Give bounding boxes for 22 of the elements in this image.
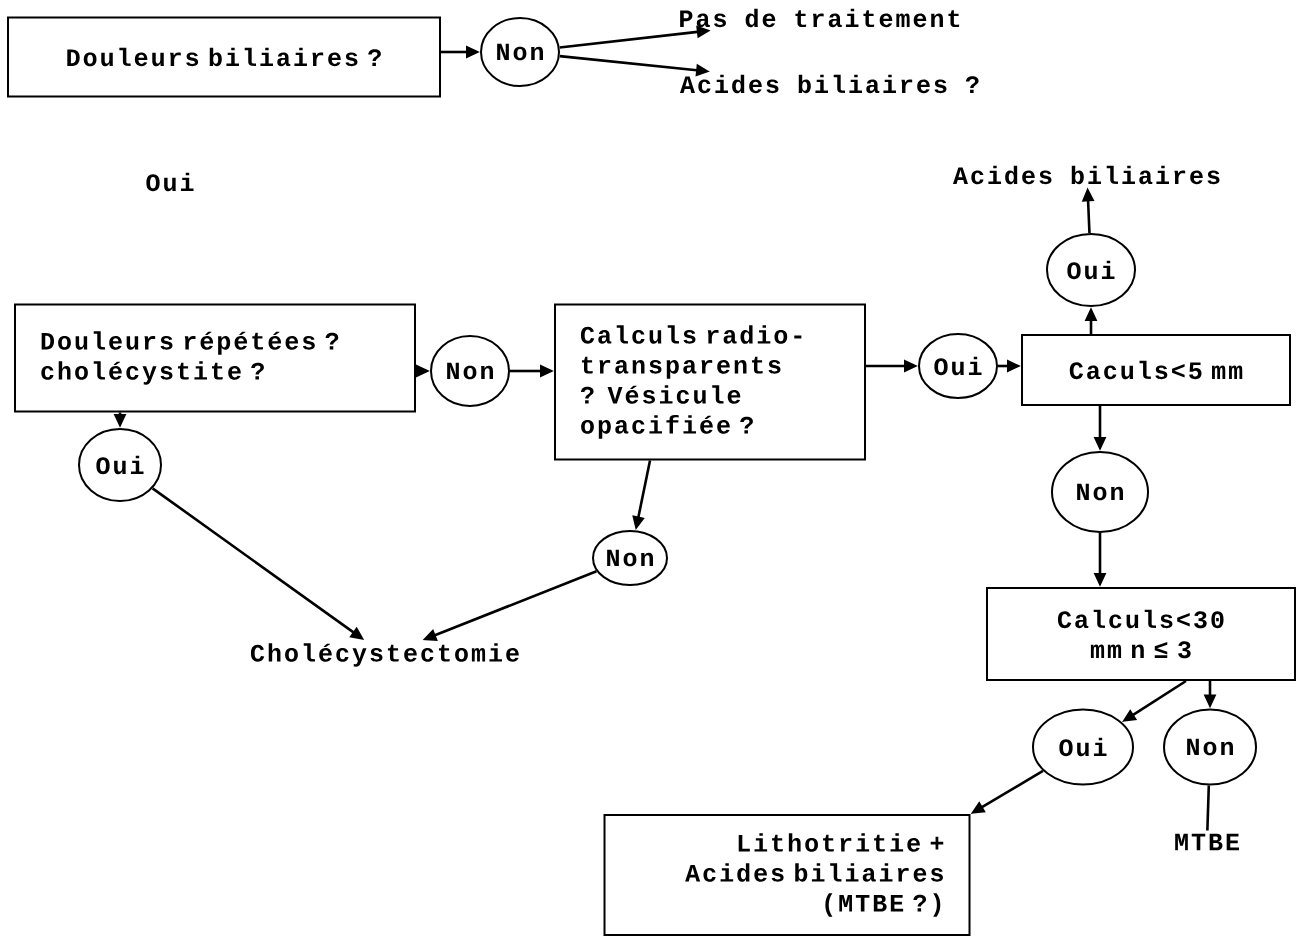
question-box: Calculs<30 mm n ≤ 3 [986,587,1296,681]
connector-line [1206,785,1211,831]
answer-oval: Oui [78,428,162,502]
answer-oval: Oui [1046,233,1136,307]
question-box: Caculs<5 mm [1021,334,1291,406]
outcome-text: Acides biliaires ? [680,74,979,94]
outcome-text: Cholécystectomie [250,643,519,667]
answer-oval: Non [480,17,560,87]
question-box: Douleurs répétées ? cholécystite ? [14,303,416,413]
answer-oval: Non [430,335,510,407]
outcome-text: Pas de traitement [680,8,960,28]
answer-oval: Non [1051,451,1149,533]
question-box: Douleurs biliaires ? [7,16,441,98]
question-box: Lithotritie + Acides biliaires (MTBE ?) [603,814,971,936]
outcome-text: Acides biliaires [953,165,1220,185]
question-box: Calculs radio-transparents ? Vésicule opacifiée ? [554,303,866,461]
outcome-text: MTBE [1175,833,1239,851]
answer-label: Oui [146,172,194,192]
answer-oval: Non [592,530,668,586]
answer-oval: Oui [918,333,998,399]
answer-oval: Non [1163,708,1257,786]
answer-oval: Oui [1032,708,1134,786]
